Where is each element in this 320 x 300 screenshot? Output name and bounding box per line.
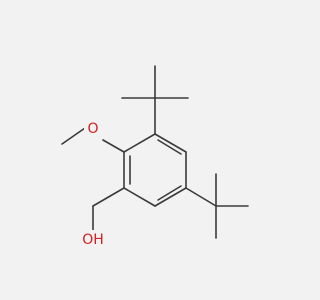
methoxy-group: O <box>61 119 125 153</box>
ring-bond-c6-c1 <box>123 133 156 153</box>
ring-double-bond-inner-2 <box>157 185 182 201</box>
ring-bond-c2-c3 <box>123 187 156 207</box>
ring-bond-c5-c6 <box>154 133 187 153</box>
ring-double-bond-inner-3 <box>157 139 182 155</box>
tert-butyl-group-right <box>185 173 249 239</box>
tert-butyl-group-top <box>121 65 189 135</box>
bond-ring-to-ch2 <box>92 187 125 207</box>
benzene-ring <box>123 133 187 207</box>
hydroxyl-label: OH <box>82 232 104 248</box>
hydroxymethyl-group: OH <box>78 187 125 248</box>
methoxy-oxygen-label: O <box>87 121 98 137</box>
bond-ring-to-methoxy-oxygen <box>102 139 125 153</box>
bond-methoxy-oxygen-to-methyl <box>61 127 86 145</box>
bond-ring-to-tbutyl-right <box>185 187 217 207</box>
hydroxyl-label-background <box>78 230 108 248</box>
methoxy-oxygen-label-background <box>84 119 102 137</box>
molecule-structure-diagram: O OH <box>61 65 249 248</box>
ring-bond-c3-c4 <box>154 187 187 207</box>
